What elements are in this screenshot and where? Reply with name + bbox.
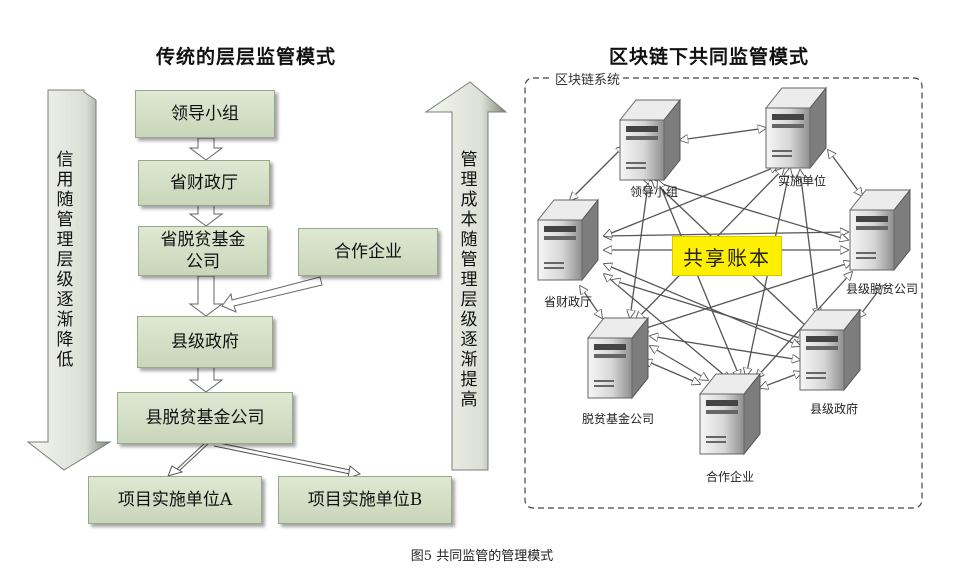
box-provincial-fund: 省脱贫基金公司 bbox=[138, 226, 268, 276]
credit-down-arrow bbox=[26, 89, 112, 471]
box-provincial-fund-label: 省脱贫基金公司 bbox=[160, 230, 246, 272]
blockchain-system-label: 区块链系统 bbox=[552, 69, 624, 88]
node-label-impl: 实施单位 bbox=[777, 174, 827, 188]
node-label-partner: 合作企业 bbox=[705, 470, 755, 484]
branch-arrows bbox=[167, 441, 362, 479]
box-leader-group-label: 领导小组 bbox=[171, 104, 239, 124]
box-county-fund-label: 县脱贫基金公司 bbox=[145, 408, 265, 428]
node-label-leader: 领导小组 bbox=[629, 185, 679, 199]
box-provincial-finance-label: 省财政厅 bbox=[170, 173, 238, 193]
box-county-government-label: 县级政府 bbox=[171, 332, 239, 352]
box-partner-company: 合作企业 bbox=[298, 228, 438, 276]
figure-caption: 图5 共同监管的管理模式 bbox=[410, 549, 554, 564]
box-project-unit-b-label: 项目实施单位B bbox=[307, 490, 423, 510]
left-title: 传统的层层监管模式 bbox=[156, 46, 337, 68]
box-project-unit-a-label: 项目实施单位A bbox=[117, 490, 233, 510]
box-county-fund: 县脱贫基金公司 bbox=[117, 392, 293, 444]
node-label-fund: 脱贫基金公司 bbox=[581, 412, 655, 426]
blockchain-system-boundary bbox=[524, 77, 923, 509]
shared-ledger: 共享账本 bbox=[672, 236, 782, 276]
credit-arrow-label: 信用随管理层级逐渐降低 bbox=[56, 150, 74, 370]
server-impl-icon bbox=[764, 86, 828, 170]
server-leader-icon bbox=[618, 98, 682, 182]
cost-up-arrow bbox=[424, 81, 508, 471]
box-project-unit-b: 项目实施单位B bbox=[278, 476, 452, 524]
server-partner-icon bbox=[698, 372, 762, 456]
box-leader-group: 领导小组 bbox=[135, 90, 275, 138]
box-provincial-finance: 省财政厅 bbox=[138, 160, 270, 206]
box-project-unit-a: 项目实施单位A bbox=[88, 476, 262, 524]
box-county-government: 县级政府 bbox=[137, 316, 273, 368]
box-partner-company-label: 合作企业 bbox=[334, 242, 402, 262]
server-finance-icon bbox=[536, 198, 600, 282]
right-title: 区块链下共同监管模式 bbox=[609, 46, 810, 68]
cost-arrow-label: 管理成本随管理层级逐渐提高 bbox=[460, 150, 478, 410]
server-fund-icon bbox=[586, 316, 650, 400]
node-label-finance: 省财政厅 bbox=[543, 295, 593, 309]
server-county-fund-icon bbox=[848, 188, 912, 272]
server-county-gov-icon bbox=[798, 308, 862, 392]
node-label-county-gov: 县级政府 bbox=[809, 402, 859, 416]
node-label-county-fund: 县级脱贫公司 bbox=[845, 282, 919, 296]
